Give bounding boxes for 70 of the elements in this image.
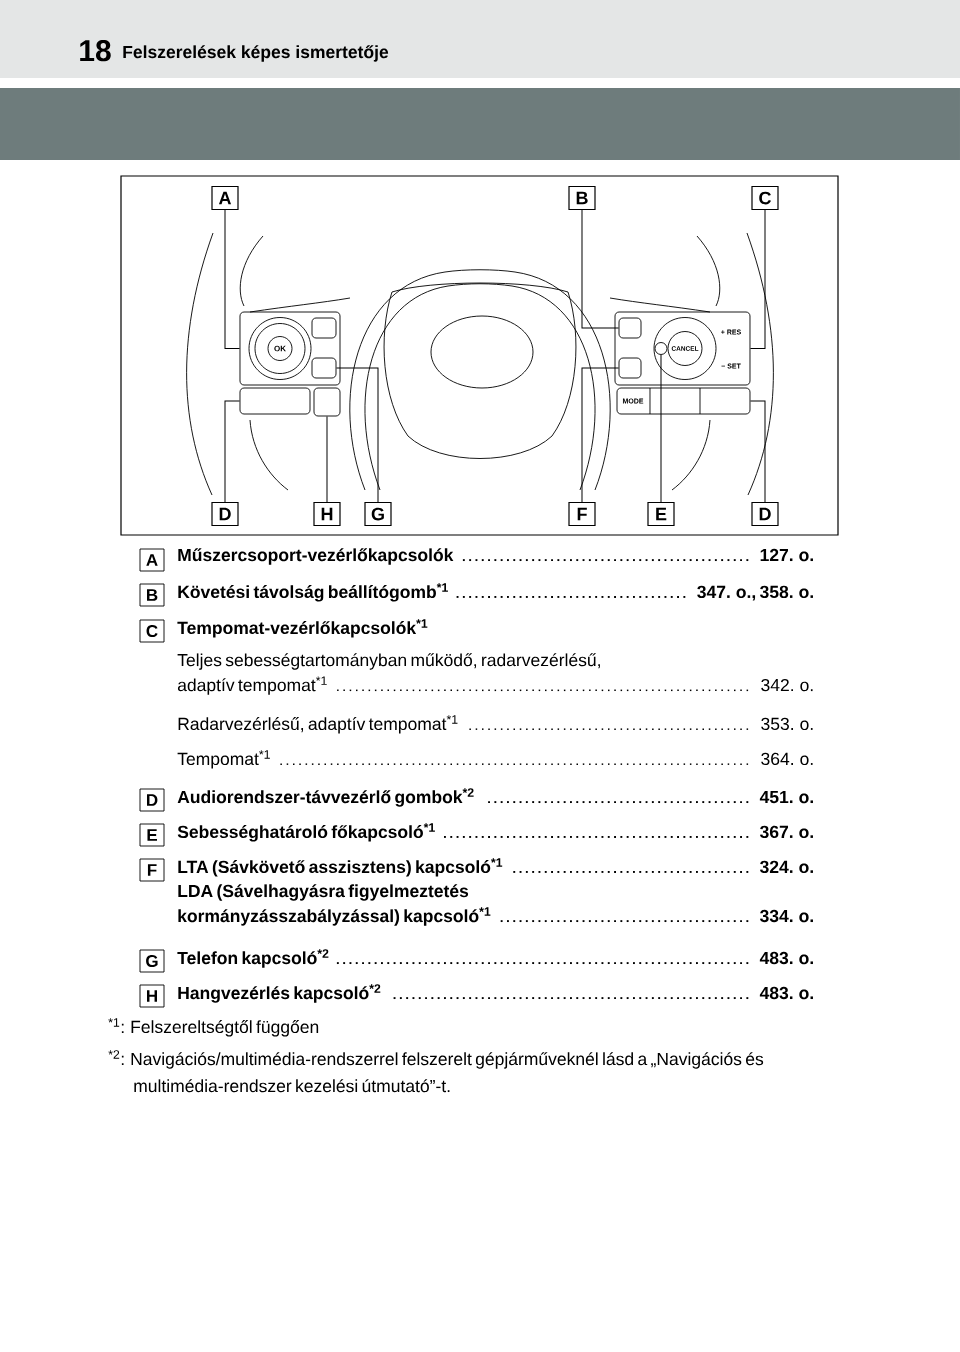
callout-letter: F (568, 501, 596, 527)
callout-letter: G (139, 949, 165, 973)
list-entry: Audiorendszer-távvezérlő gombok$^{*2}$ 451. o. (177, 788, 813, 807)
leader-line (224, 209, 241, 349)
label: 367. o. (759, 825, 813, 839)
leader-line (581, 209, 620, 329)
list-entry: Telefon kapcsoló$^{*2}$ 483. o. (177, 949, 813, 968)
callout-letter: D (139, 788, 165, 812)
label: 324. o. (759, 860, 813, 874)
leader-line (224, 400, 241, 503)
list-entry: Tempomat-vezérlőkapcsolók$^{*1}$ (177, 619, 428, 638)
callout-letter: D (211, 501, 239, 527)
list-entry: Követési távolság beállítógomb$^{*1}$ 347. o., 358. o. (178, 583, 813, 602)
footnote: $^{*2}$: Navigációs/multimédia-rendszerrel felszerelt gépjárműveknél lásd a „Navigációs és multimédia-rendszer kezelési útmutató”-t. (108, 1050, 764, 1093)
switch-button (654, 342, 668, 355)
callout-letter: B (139, 583, 165, 607)
node-label: LTA (Sávkövető asszisztens) kapcsoló$^{*1}$ (178, 858, 503, 877)
leader-line (749, 209, 766, 349)
node-label: Sebességhatároló főkapcsoló$^{*1}$ (177, 823, 435, 842)
callout-letter: E (647, 501, 675, 527)
callout-letter: E (139, 823, 165, 847)
node-label: Követési távolság beállítógomb$^{*1}$ (178, 583, 448, 602)
callout-letter: G (364, 501, 392, 527)
callout-letter: B (568, 185, 596, 211)
label: 347. o., 358. o. (697, 585, 813, 601)
switch-button (618, 317, 642, 339)
switch-button (311, 357, 337, 379)
node-label: LDA (Sávelhagyásra figyelmeztetés kormányzásszabályzással) kapcsoló$^{*1}$ (178, 884, 491, 926)
label: 127. o. (760, 548, 813, 562)
callout-letter: D (751, 501, 779, 527)
list-entry: LTA (Sávkövető asszisztens) kapcsoló$^{*1}$ 324. o. (178, 858, 813, 877)
callout-letter: H (313, 501, 341, 527)
callout-letter: A (139, 548, 165, 572)
label: 364. o. (761, 752, 813, 766)
label: 342. o. (761, 678, 813, 692)
switch-button (618, 357, 642, 379)
list-entry: Teljes sebességtartományban működő, radarvezérlésű, adaptív tempomat$^{*1}$ 342. o. (177, 653, 813, 695)
leader-line (335, 367, 379, 503)
leader-line (326, 415, 328, 503)
footnote: $^{*1}$: Felszereltségtől függően (108, 1018, 319, 1037)
node-label: Radarvezérlésű, adaptív tempomat$^{*1}$ (178, 715, 458, 734)
node-label: Hangvezérlés kapcsoló$^{*2}$ (178, 984, 381, 1003)
list-entry: LDA (Sávelhagyásra figyelmeztetés kormányzásszabályzással) kapcsoló$^{*1}$ 334. o. (178, 884, 813, 926)
callout-letter: H (139, 984, 165, 1008)
callout-letter: F (139, 858, 165, 882)
callout-letter: C (751, 185, 779, 211)
label: 353. o. (761, 717, 813, 731)
label: 334. o. (759, 909, 813, 923)
leader-line (581, 367, 620, 503)
page-title: Felszerelések képes ismertetője (123, 45, 389, 62)
label: 451. o. (759, 790, 813, 804)
node-label: Teljes sebességtartományban működő, radarvezérlésű, adaptív tempomat$^{*1}$ (177, 653, 600, 695)
node-label: Audiorendszer-távvezérlő gombok$^{*2}$ (177, 788, 474, 807)
label: 483. o. (759, 986, 813, 1000)
leader-line (749, 400, 766, 503)
node-label: Műszercsoport-vezérlőkapcsolók (178, 548, 454, 565)
node-label: Tempomat$^{*1}$ (177, 750, 270, 769)
callout-letter: A (211, 185, 239, 211)
label: 483. o. (759, 951, 813, 965)
list-entry: Radarvezérlésű, adaptív tempomat$^{*1}$ 353. o. (178, 715, 813, 734)
switch-button: OK (239, 311, 341, 386)
list-entry: Műszercsoport-vezérlőkapcsolók 127. o. (178, 548, 813, 565)
list-entry: Tempomat$^{*1}$ 364. o. (177, 750, 813, 769)
list-entry: Sebességhatároló főkapcsoló$^{*1}$ 367. o. (177, 823, 813, 842)
switch-button (313, 387, 341, 417)
node-label: Telefon kapcsoló$^{*2}$ (177, 949, 329, 968)
page-number: 18 (80, 40, 111, 62)
switch-button (239, 387, 311, 415)
callout-letter: C (139, 619, 165, 643)
list-entry: Hangvezérlés kapcsoló$^{*2}$ 483. o. (178, 984, 813, 1003)
